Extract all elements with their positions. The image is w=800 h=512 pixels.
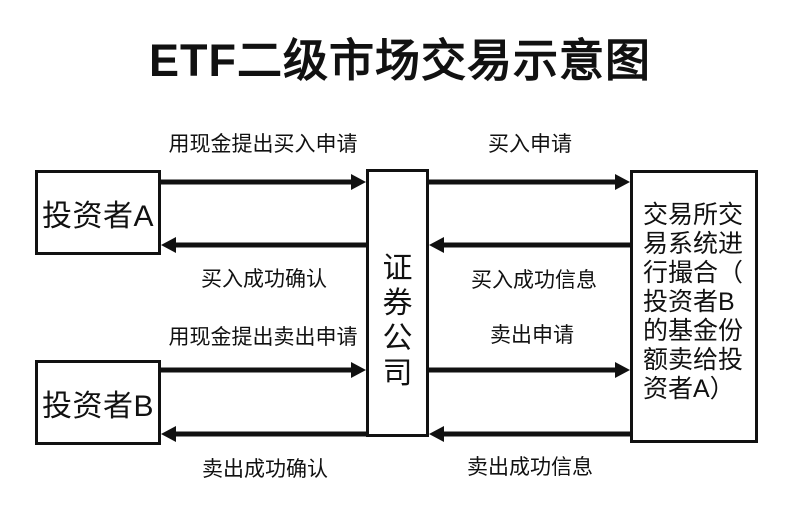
arrowhead-left-icon [161, 426, 176, 442]
diagram-title: ETF二级市场交易示意图 [149, 35, 651, 86]
flow-label-sell-success-confirm: 卖出成功确认 [202, 458, 328, 481]
arrowhead-left-icon [429, 426, 444, 442]
exchange-label-line: 行撮合（ [643, 259, 744, 287]
node-exchange-system-label: 交易所交 易系统进 行撮合（ 投资者B 的基金份 额卖给投 资者A） [643, 201, 743, 404]
arrowhead-right-icon [351, 362, 366, 378]
arrowhead-left-icon [161, 237, 176, 253]
exchange-label-line: 投资者B [643, 288, 735, 316]
flow-label-sell-success-info: 卖出成功信息 [467, 456, 593, 479]
flow-label-buy-success-confirm: 买入成功确认 [201, 268, 327, 291]
exchange-label-line: 交易所交 [643, 201, 744, 229]
arrowhead-right-icon [615, 174, 630, 190]
node-securities-company: 证券公司 [366, 169, 429, 437]
flow-label-sell-request-cash: 用现金提出卖出申请 [168, 326, 358, 349]
node-exchange-system: 交易所交 易系统进 行撮合（ 投资者B 的基金份 额卖给投 资者A） [630, 170, 758, 443]
arrowhead-left-icon [429, 237, 444, 253]
exchange-label-line: 的基金份 [643, 317, 744, 345]
exchange-label-line: 易系统进 [643, 230, 744, 258]
node-securities-company-label: 证券公司 [382, 252, 413, 390]
exchange-label-line: 资者A） [643, 375, 735, 403]
node-investor-b: 投资者B [35, 360, 161, 445]
flow-label-buy-success-info: 买入成功信息 [471, 269, 597, 292]
flow-label-buy-request: 买入申请 [488, 133, 572, 156]
node-investor-a: 投资者A [35, 170, 161, 255]
node-investor-a-label: 投资者A [41, 199, 154, 233]
exchange-label-line: 额卖给投 [643, 346, 744, 374]
flow-label-sell-request: 卖出申请 [490, 324, 574, 347]
node-investor-b-label: 投资者B [41, 389, 154, 423]
flow-label-buy-request-cash: 用现金提出买入申请 [168, 133, 358, 156]
arrowhead-right-icon [351, 174, 366, 190]
arrowhead-right-icon [615, 362, 630, 378]
